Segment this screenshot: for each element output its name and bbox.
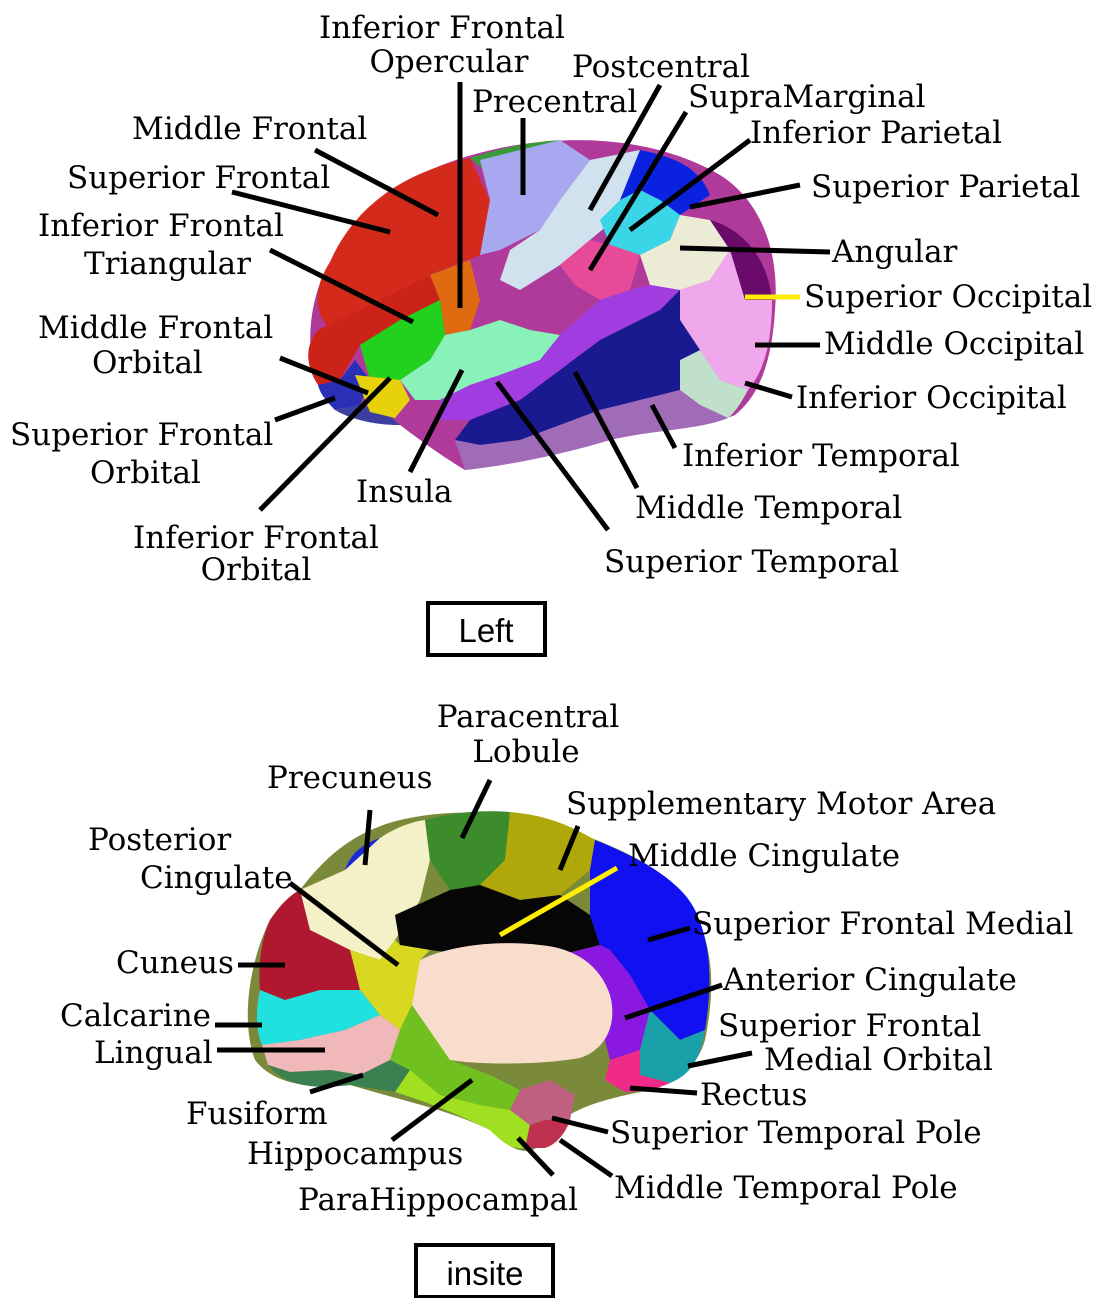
label-middle-temporal-pole: Middle Temporal Pole	[614, 1170, 958, 1206]
label-superior-temporal-pole: Superior Temporal Pole	[610, 1115, 982, 1151]
label-inferior-frontal-triangular-line2: Triangular	[84, 246, 251, 282]
left-panel-badge: Left	[428, 603, 545, 655]
label-paracentral-lobule-line1: Paracentral	[437, 699, 620, 735]
label-cuneus: Cuneus	[116, 945, 234, 981]
label-superior-temporal: Superior Temporal	[604, 544, 899, 580]
label-hippocampus: Hippocampus	[247, 1136, 463, 1172]
label-inferior-frontal-orbital-line2: Orbital	[201, 552, 312, 588]
label-inferior-frontal-orbital-line1: Inferior Frontal	[133, 520, 379, 556]
label-angular: Angular	[831, 234, 958, 270]
label-superior-frontal-medial: Superior Frontal Medial	[692, 906, 1073, 942]
label-parahippocampal: ParaHippocampal	[298, 1182, 578, 1218]
label-inferior-parietal: Inferior Parietal	[750, 115, 1002, 151]
label-paracentral-lobule-line2: Lobule	[472, 734, 579, 770]
label-anterior-cingulate: Anterior Cingulate	[722, 962, 1017, 998]
label-supramarginal: SupraMarginal	[688, 79, 926, 115]
label-middle-temporal: Middle Temporal	[635, 490, 902, 526]
label-inferior-frontal-triangular-line1: Inferior Frontal	[38, 208, 284, 244]
corpus-callosum-region	[412, 943, 613, 1063]
label-inferior-temporal: Inferior Temporal	[682, 438, 960, 474]
label-inferior-frontal-opercular-line1: Inferior Frontal	[319, 10, 565, 46]
label-superior-frontal: Superior Frontal	[67, 160, 330, 196]
label-superior-parietal: Superior Parietal	[811, 169, 1080, 205]
label-insula: Insula	[356, 474, 452, 510]
label-posterior-cingulate-line2: Cingulate	[140, 860, 293, 896]
insite-panel-badge: insite	[416, 1245, 553, 1297]
insite-badge-label: insite	[446, 1255, 523, 1292]
label-inferior-occipital: Inferior Occipital	[796, 380, 1067, 416]
label-middle-cingulate: Middle Cingulate	[628, 838, 900, 874]
leader-rectus	[630, 1088, 697, 1093]
label-superior-frontal-medial-orbital-line1: Superior Frontal	[718, 1008, 981, 1044]
leader-superior-frontal-orbital	[275, 398, 335, 420]
left-badge-label: Left	[458, 612, 513, 649]
label-middle-frontal-orbital-line1: Middle Frontal	[38, 310, 273, 346]
label-inferior-frontal-opercular-line2: Opercular	[370, 44, 529, 80]
leader-middle-temporal-pole	[560, 1140, 612, 1176]
label-calcarine: Calcarine	[60, 998, 211, 1034]
label-superior-frontal-orbital-line2: Orbital	[90, 455, 201, 491]
label-rectus: Rectus	[700, 1077, 807, 1113]
label-middle-frontal: Middle Frontal	[132, 111, 367, 147]
label-middle-occipital: Middle Occipital	[824, 326, 1084, 362]
label-posterior-cingulate-line1: Posterior	[88, 822, 231, 858]
label-superior-frontal-medial-orbital-line2: Medial Orbital	[764, 1042, 993, 1078]
label-lingual: Lingual	[94, 1035, 213, 1071]
label-superior-occipital: Superior Occipital	[804, 279, 1092, 315]
label-precuneus: Precuneus	[267, 760, 433, 796]
label-fusiform: Fusiform	[186, 1096, 328, 1132]
label-supplementary-motor-area: Supplementary Motor Area	[566, 786, 996, 822]
label-middle-frontal-orbital-line2: Orbital	[92, 345, 203, 381]
label-precentral: Precentral	[472, 84, 637, 120]
label-superior-frontal-orbital-line1: Superior Frontal	[10, 417, 273, 453]
